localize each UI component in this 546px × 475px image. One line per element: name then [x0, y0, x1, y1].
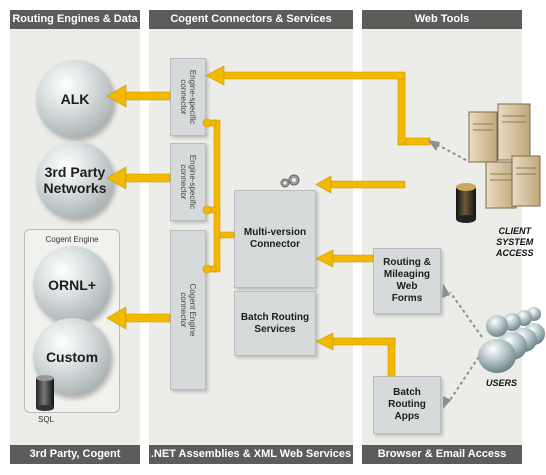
- engine-specific-connector-2-label: Engine-specific connector: [179, 154, 197, 210]
- engine-specific-connector-1: Engine-specific connector: [170, 58, 206, 136]
- left-column-header: Routing Engines & Data: [10, 10, 140, 29]
- ornl-engine: ORNL+: [33, 246, 111, 324]
- right-column-footer: Browser & Email Access: [362, 445, 522, 464]
- cogent-engine-connector-label: Cogent Engine connector: [179, 283, 197, 337]
- alk-engine: ALK: [36, 60, 114, 138]
- middle-column-footer: .NET Assemblies & XML Web Services: [149, 445, 353, 464]
- custom-engine: Custom: [33, 318, 111, 396]
- multi-version-connector-box: Multi-version Connector: [234, 190, 316, 288]
- routing-mileaging-web-forms-box: Routing & Mileaging Web Forms: [373, 248, 441, 314]
- sql-label: SQL: [38, 415, 55, 424]
- batch-routing-services-box: Batch Routing Services: [234, 291, 316, 356]
- client-system-access-label: CLIENT SYSTEM ACCESS: [496, 226, 534, 258]
- cogent-engine-connector: Cogent Engine connector: [170, 230, 206, 390]
- batch-routing-apps-box: Batch Routing Apps: [373, 376, 441, 434]
- right-column-header: Web Tools: [362, 10, 522, 29]
- cogent-engine-group-label: Cogent Engine: [45, 235, 99, 244]
- users-label: USERS: [486, 378, 518, 388]
- middle-column-header: Cogent Connectors & Services: [149, 10, 353, 29]
- engine-specific-connector-1-label: Engine-specific connector: [179, 69, 197, 125]
- engine-specific-connector-2: Engine-specific connector: [170, 143, 206, 221]
- left-column-footer: 3rd Party, Cogent: [10, 445, 140, 464]
- third-party-networks-engine: 3rd Party Networks: [36, 141, 114, 219]
